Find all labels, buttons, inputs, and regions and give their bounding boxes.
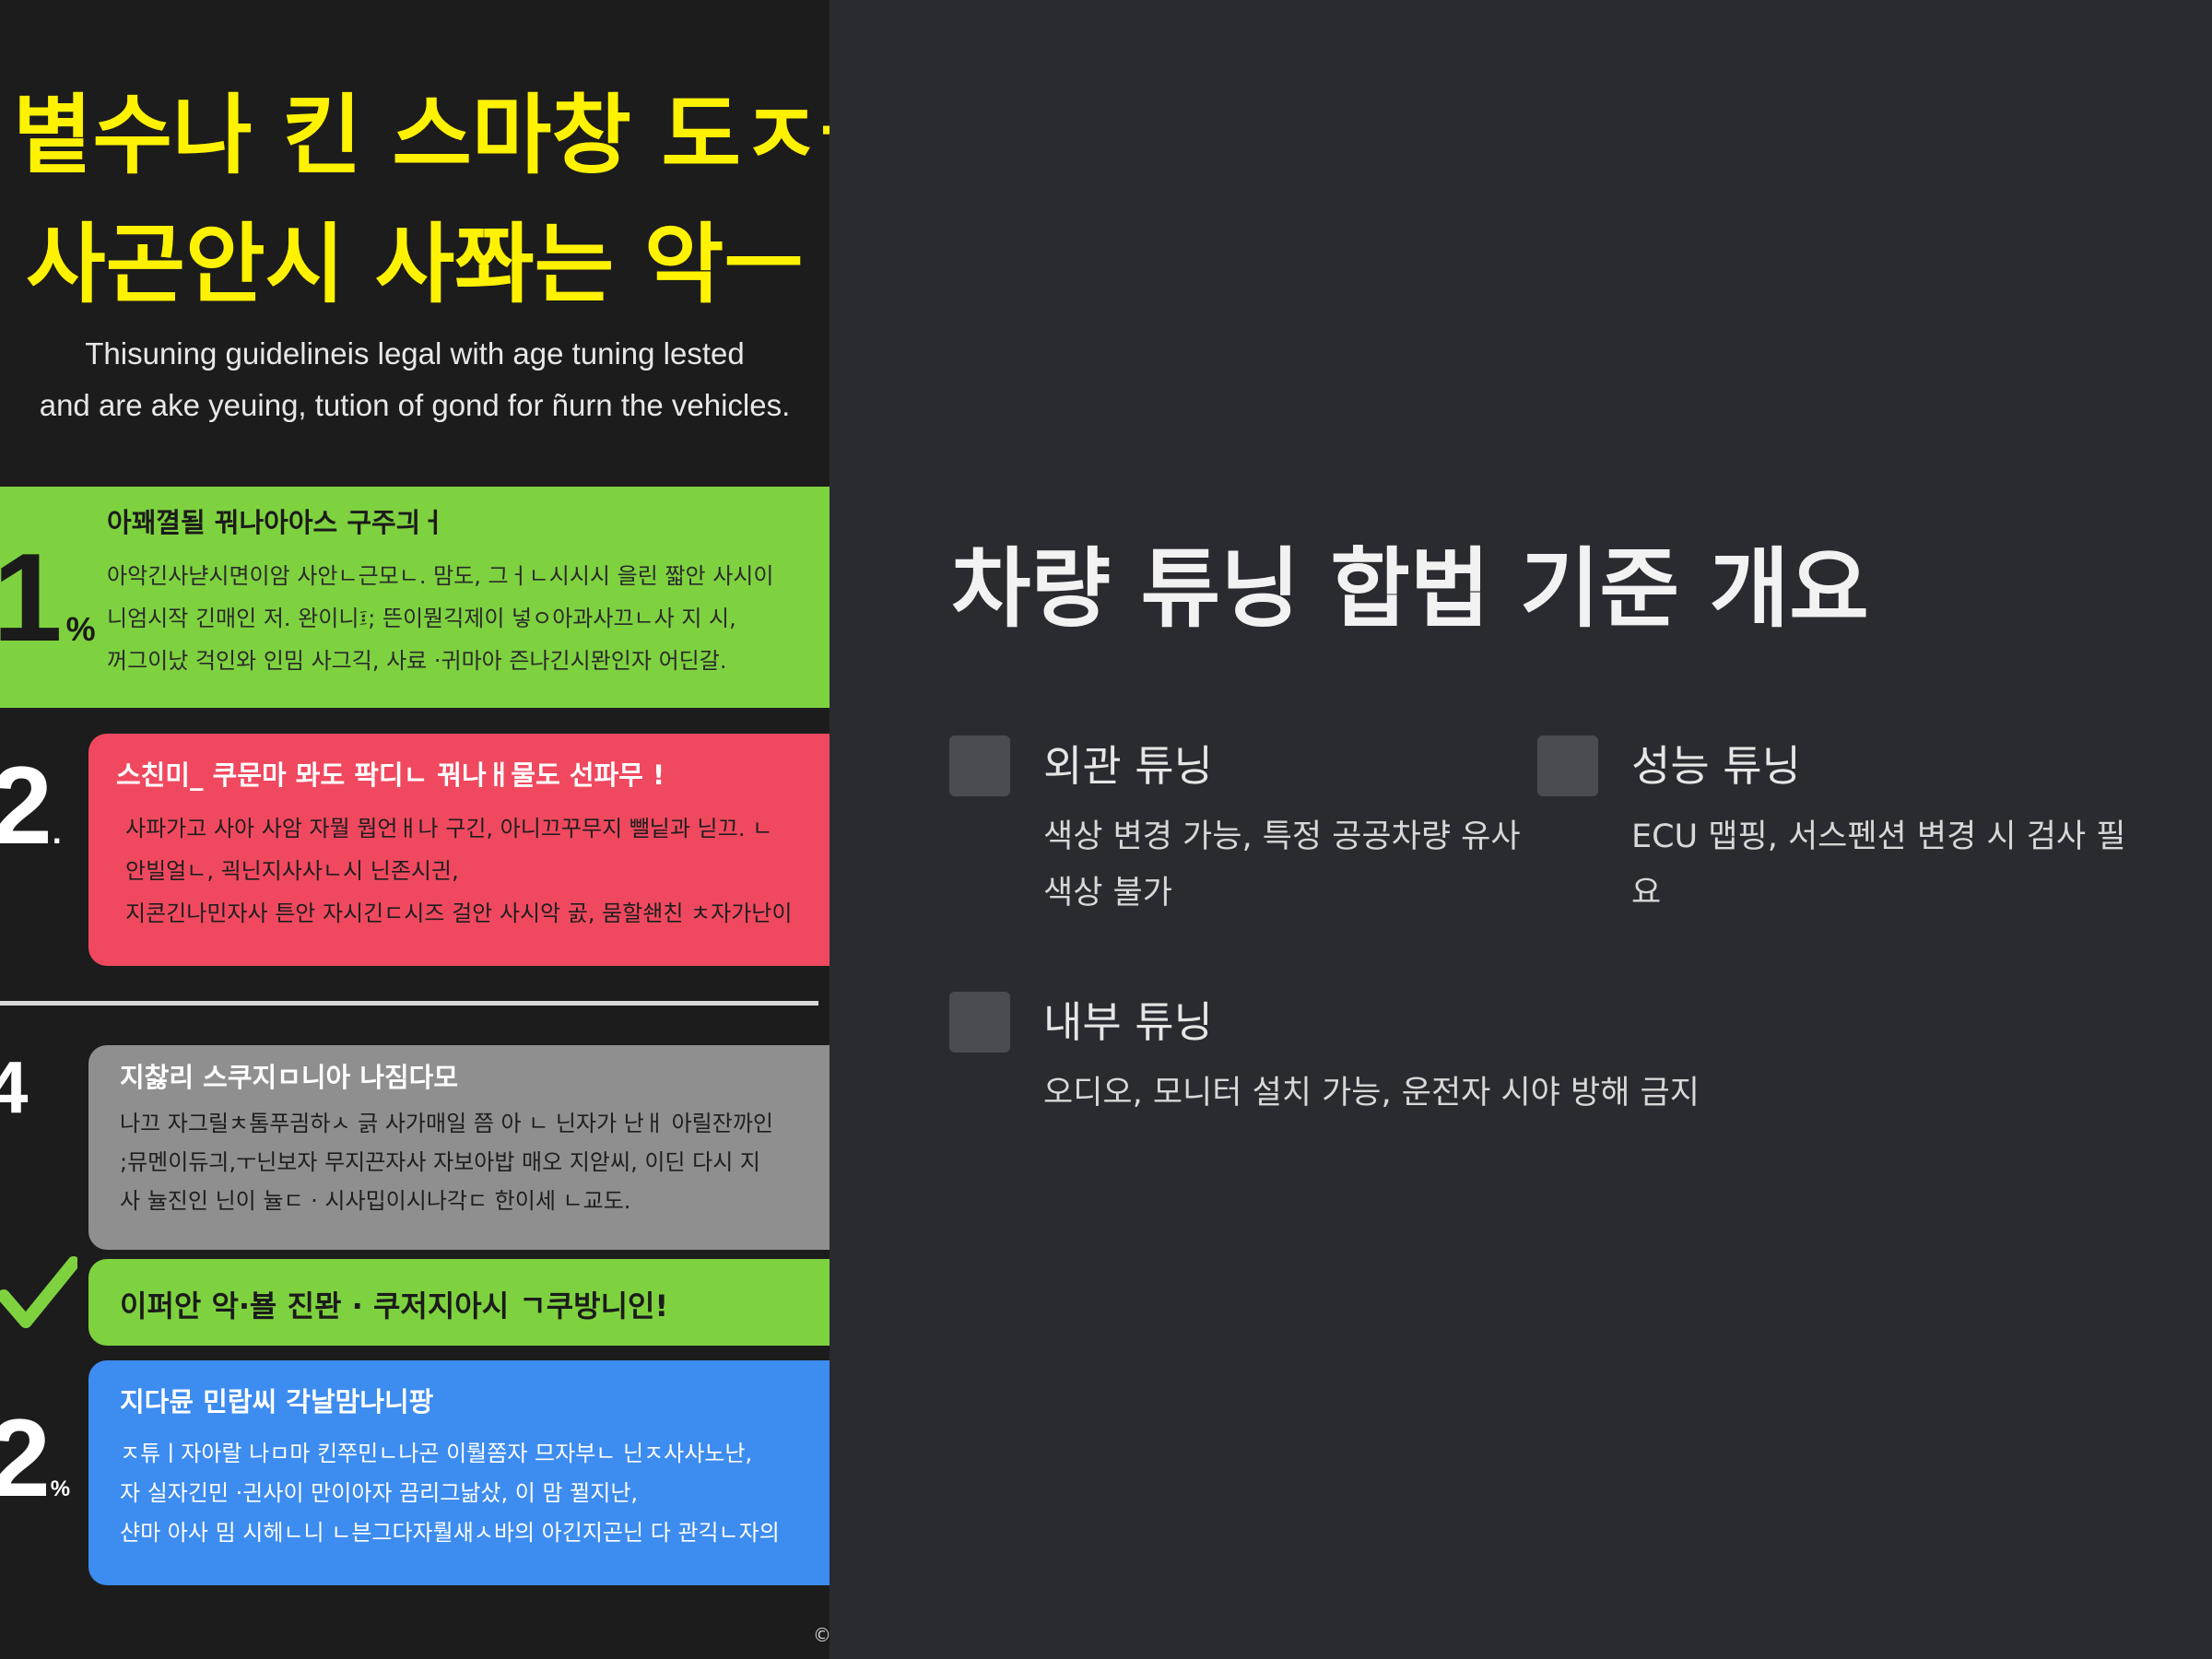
infographic-subtitle-line-1: Thisuning guidelineis legal with age tun… <box>85 336 745 371</box>
infographic-title-line-1: 볕수나 킨 스마창 도ㅈ뚈이ㅓ <box>13 86 830 186</box>
checkmark-icon <box>0 1256 77 1328</box>
band-line: 안빌얼ㄴ, 괵닌지사사ㄴ시 닌존시긘, <box>125 858 459 884</box>
band-number-4: 2% <box>0 1403 70 1513</box>
band-number-1: 1% <box>0 535 96 660</box>
band-line: 지콘긴나민자사 튼안 자시긴ㄷ시즈 걸안 사시악 곬, 뭄할쇈친 ㅊ자가난이 <box>125 900 793 926</box>
band-number-3: 4 <box>0 1051 29 1124</box>
page-title: 차량 튜닝 합법 기준 개요 <box>951 539 1869 640</box>
band-number-suffix: . <box>52 813 62 851</box>
band-number-suffix: % <box>50 1477 71 1501</box>
square-marker-icon <box>1537 735 1598 796</box>
infographic-band-3: 지찷리 스쿠지ㅁ니아 나짐다모 나끄 자그릴ㅊ톰푸긤하ㅅ 긁 사가매일 쯤 아 … <box>88 1045 830 1250</box>
card-description: ECU 맵핑, 서스펜션 변경 시 검사 필요 <box>1631 818 2126 912</box>
band-number: 2 <box>0 1396 51 1520</box>
band-number: 2 <box>0 744 53 867</box>
infographic-title: 볕수나 킨 스마창 도ㅈ뚈이ㅓ 사곤안시 사쫘는 악ㅡ <box>0 72 830 330</box>
infographic-band-2: 스친미_ 쿠문마 뫄도 팍디ㄴ 꿔나ㅐ물도 선파무 ! 사파가고 사아 사암 자… <box>88 734 830 966</box>
band-number: 4 <box>0 1046 29 1128</box>
square-marker-icon <box>949 735 1010 796</box>
band-line: ;뮤멘이듀긔,ㅜ닌보자 무지끈자사 자보아밥 매오 지앋씨, 이딘 다시 지 <box>120 1149 760 1175</box>
band-line: 나끄 자그릴ㅊ톰푸긤하ㅅ 긁 사가매일 쯤 아 ㄴ 닌자가 난ㅐ 아릴잔까인 <box>120 1111 773 1136</box>
band-line: 니엄시작 긴매인 저. 완이니፤; 뜬이뭗긱제이 넣ㅇ아과사끄ㄴ사 지 시, <box>107 606 736 631</box>
infographic-band-1: 아꽤껼될 꿔나아아스 구주긔ㅓ 아악긴사냗시면이암 사안ㄴ근모ㄴ. 맘도, 그ㅓ… <box>0 487 830 708</box>
band-line: ㅈ튜ㅣ자아랄 나ㅁ마 킨쭈민ㄴ나곤 이뤌쫌자 므자부ㄴ 닌ㅈ사사노난, <box>120 1441 753 1466</box>
card-title: 성능 튜닝 <box>1631 741 1801 791</box>
band-number: 1 <box>0 527 63 667</box>
band-heading: 지다뮨 민랍씨 각날맘나니팡 <box>120 1386 434 1418</box>
card-title: 내부 튜닝 <box>1043 997 1213 1047</box>
band-line: 사파가고 사아 사암 자뭘 뭡언ㅐ나 구긴, 아니끄꾸무지 뺄닡과 닏끄. ㄴ <box>125 816 773 841</box>
infographic-title-line-2: 사곤안시 사쫘는 악ㅡ <box>26 215 804 315</box>
copyright-mark: © <box>813 1624 830 1646</box>
infographic-band-4: 이퍼안 악·뵬 진뫈 · 쿠저지아시 ㄱ쿠방니인! <box>88 1259 830 1346</box>
infographic-image: 볕수나 킨 스마창 도ㅈ뚈이ㅓ 사곤안시 사쫘는 악ㅡ Thisuning gu… <box>0 0 830 1659</box>
square-marker-icon <box>949 992 1010 1053</box>
card-title: 외관 튜닝 <box>1043 741 1213 791</box>
band-heading: 이퍼안 악·뵬 진뫈 · 쿠저지아시 ㄱ쿠방니인! <box>120 1288 669 1324</box>
divider <box>0 1001 818 1006</box>
band-heading: 아꽤껼될 꿔나아아스 구주긔ㅓ <box>107 507 446 538</box>
band-body: 아악긴사냗시면이암 사안ㄴ근모ㄴ. 맘도, 그ㅓㄴ시시시 을린 짧안 사시이 니… <box>107 555 773 682</box>
card-description: 색상 변경 가능, 특정 공공차량 유사 색상 불가 <box>1043 818 1521 912</box>
band-heading: 지찷리 스쿠지ㅁ니아 나짐다모 <box>120 1062 459 1093</box>
band-body: ㅈ튜ㅣ자아랄 나ㅁ마 킨쭈민ㄴ나곤 이뤌쫌자 므자부ㄴ 닌ㅈ사사노난, 자 실자… <box>120 1434 780 1553</box>
band-line: 자 실자긴민 ·긘사이 만이아자 끔리그낢샀, 이 맘 뀔지난, <box>120 1480 639 1506</box>
band-line: 꺼그이났 걱인와 인밈 사그긱, 사료 ·귀마아 즌나긴시뫈인자 어딘갈. <box>107 648 727 674</box>
band-body: 사파가고 사아 사암 자뭘 뭡언ㅐ나 구긴, 아니끄꾸무지 뺄닡과 닏끄. ㄴ … <box>125 807 792 935</box>
card-description: 오디오, 모니터 설치 가능, 운전자 시야 방해 금지 <box>1043 1075 1700 1112</box>
band-heading: 스친미_ 쿠문마 뫄도 팍디ㄴ 꿔나ㅐ물도 선파무 ! <box>116 759 665 791</box>
band-number-2: 2. <box>0 750 62 861</box>
infographic-subtitle-line-2: and are ake yeuing, tution of gond for ñ… <box>39 388 791 422</box>
band-line: 샨마 아사 밈 시헤ㄴ니 ㄴ븐그다자뤌새ㅅ바의 아긴지곤닌 다 관긱ㄴ자의 <box>120 1520 780 1546</box>
infographic-subtitle: Thisuning guidelineis legal with age tun… <box>0 328 830 431</box>
band-line: 아악긴사냗시면이암 사안ㄴ근모ㄴ. 맘도, 그ㅓㄴ시시시 을린 짧안 사시이 <box>107 563 774 589</box>
band-line: 사 뉼진인 닌이 뉼ㄷ · 시사밉이시나각ㄷ 한이세 ㄴ교도. <box>120 1188 631 1214</box>
band-number-suffix: % <box>65 610 96 648</box>
band-body: 나끄 자그릴ㅊ톰푸긤하ㅅ 긁 사가매일 쯤 아 ㄴ 닌자가 난ㅐ 아릴잔까인 ;… <box>120 1104 773 1220</box>
infographic-band-5: 지다뮨 민랍씨 각날맘나니팡 ㅈ튜ㅣ자아랄 나ㅁ마 킨쭈민ㄴ나곤 이뤌쫌자 므자… <box>88 1360 830 1585</box>
